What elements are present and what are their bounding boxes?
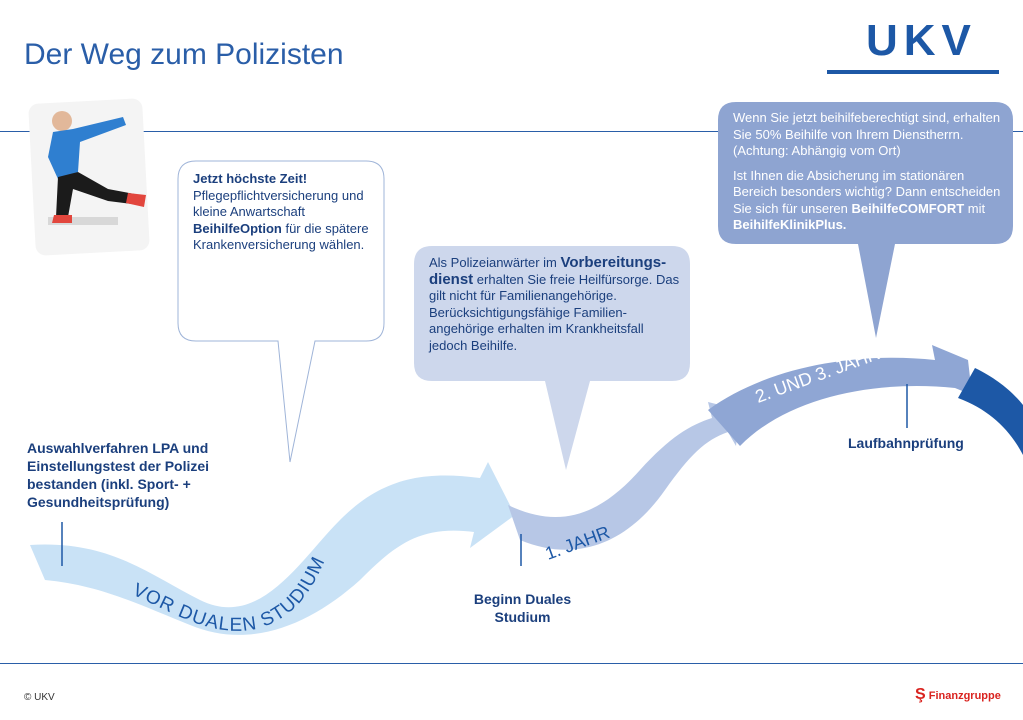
ribbon-end-swoosh [958, 368, 1023, 455]
milestone-career-exam: Laufbahnprüfung [848, 435, 964, 451]
bubble-2-post: erhalten Sie freie Heilfürsorge. Das gil… [429, 271, 680, 353]
ribbon-segment-1 [30, 462, 515, 635]
bubble-2-text: Als Polizeianwärter im Vorbereitungs-die… [429, 254, 684, 354]
finanzgruppe-label: Finanzgruppe [928, 690, 1001, 702]
ribbon-segment-2 [508, 402, 740, 550]
bubble-2-highlight: Vorbereitungs-dienst [429, 254, 667, 288]
bubble-1-option: BeihilfeOption [193, 220, 282, 236]
bubble-3-mit: mit [964, 200, 986, 216]
ribbon-segment-3 [708, 345, 972, 446]
bubble-1-line: Pflegepflichtversicherung und kleine Anw… [193, 187, 364, 220]
product-beihilfecomfort: BeihilfeCOMFORT [851, 200, 965, 216]
bubble-3-para-1: Wenn Sie jetzt beihilfeberechtigt sind, … [733, 110, 1001, 158]
bubble-3-para-2-text: Ist Ihnen die Absicherung im stationären… [733, 167, 1001, 216]
page-title: Der Weg zum Polizisten [24, 38, 344, 71]
speech-bubble-3 [718, 102, 1013, 338]
bubble-1-line-end: für die spätere Krankenversicherung wähl… [193, 220, 369, 253]
finanzgruppe-logo: Ş Finanzgruppe [915, 686, 1001, 704]
bubble-1-text: Jetzt höchste Zeit! Pflegepflichtversich… [193, 171, 388, 254]
copyright-notice: © UKV [24, 692, 55, 703]
athlete-photo [28, 98, 150, 256]
milestone-study-start: Beginn Duales Studium [473, 591, 572, 625]
bubble-1-heading: Jetzt höchste Zeit! [193, 171, 308, 186]
header-divider [0, 131, 1023, 132]
product-beihilfeklinikplus: BeihilfeKlinikPlus. [733, 217, 847, 232]
ukv-logo: UKV [866, 16, 977, 65]
speech-bubble-1 [177, 160, 385, 463]
bubble-3-text: Wenn Sie jetzt beihilfeberechtigt sind, … [733, 110, 1003, 242]
logo-underline [827, 70, 999, 74]
speech-bubble-2 [414, 246, 690, 470]
footer-divider [0, 663, 1023, 664]
sparkasse-s-icon: Ş [915, 686, 926, 703]
milestone-selection-process: Auswahlverfahren LPA und Einstellungstes… [27, 440, 210, 510]
bubble-2-pre: Als Polizeianwärter im [429, 255, 561, 270]
bubble-3-para-2: Ist Ihnen die Absicherung im stationären… [733, 168, 1003, 234]
